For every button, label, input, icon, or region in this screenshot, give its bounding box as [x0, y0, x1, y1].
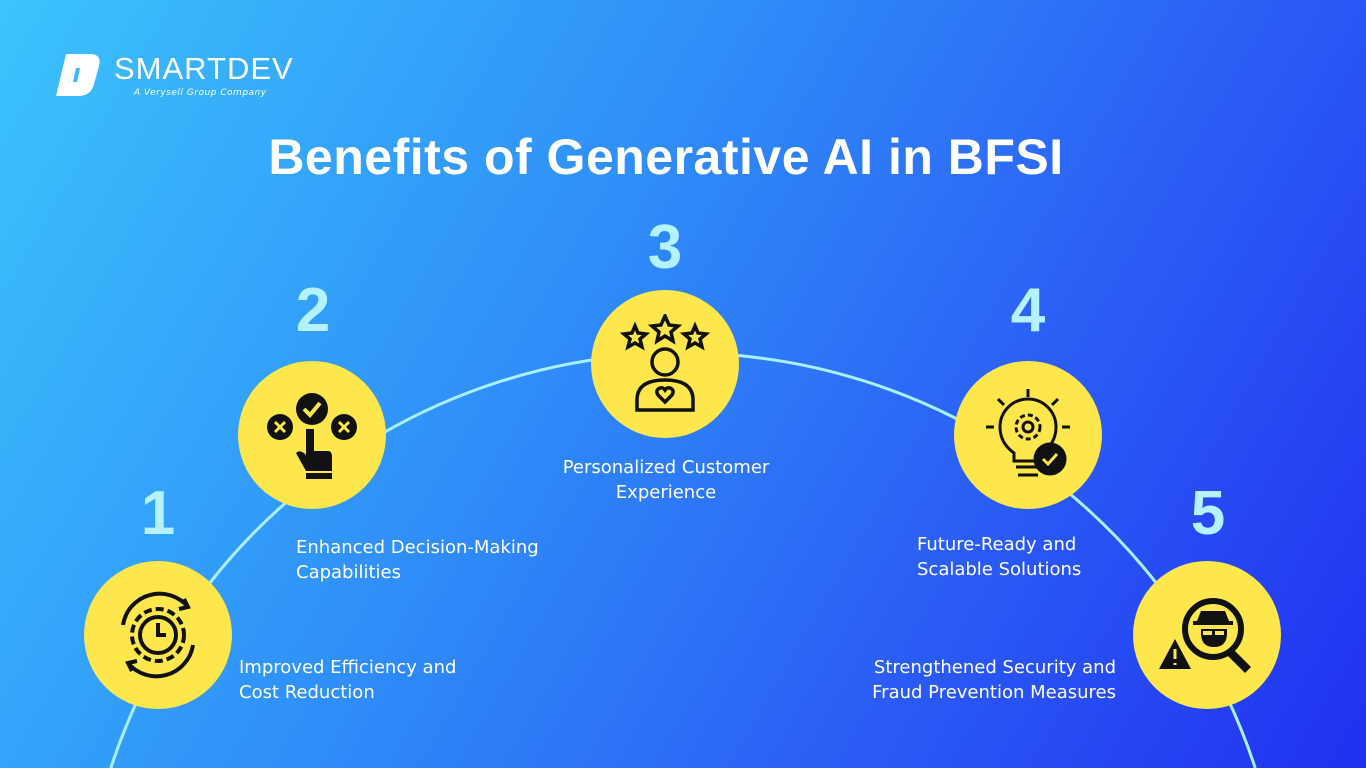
benefit-label-line: Personalized Customer	[562, 457, 770, 478]
benefit-label-line: Strengthened Security and	[873, 657, 1116, 678]
customer-stars-icon	[619, 314, 711, 412]
gear-clock-icon	[121, 591, 195, 679]
benefit-label-line: Future-Ready and	[917, 534, 1077, 555]
benefit-number-5: 5	[1190, 479, 1226, 548]
benefit-label-line: Enhanced Decision-Making	[296, 537, 539, 558]
benefit-label-1: Improved Efficiency and Cost Reduction	[239, 655, 456, 705]
smartdev-logo: SMARTDEV A Verysell Group Company	[56, 51, 294, 98]
page-title: Benefits of Generative AI in BFSI	[268, 129, 1064, 185]
benefit-circle-4	[954, 361, 1102, 509]
benefit-circle-3	[591, 290, 739, 438]
benefit-label-line: Scalable Solutions	[917, 559, 1082, 580]
benefit-label-line: Fraud Prevention Measures	[872, 682, 1116, 703]
benefit-label-2: Enhanced Decision-Making Capabilities	[296, 535, 539, 585]
benefit-label-4: Future-Ready and Scalable Solutions	[917, 532, 1081, 582]
logo-name: SMARTDEV	[114, 51, 294, 86]
lightbulb-gear-icon	[986, 389, 1070, 477]
benefit-number-1: 1	[140, 479, 176, 548]
benefit-label-line: Experience	[615, 482, 717, 503]
benefit-label-5: Strengthened Security and Fraud Preventi…	[838, 655, 1116, 705]
logo-tagline: A Verysell Group Company	[134, 88, 267, 98]
benefit-number-3: 3	[647, 213, 683, 282]
benefit-circle-2	[238, 361, 386, 509]
fraud-search-icon	[1159, 598, 1251, 673]
benefit-label-3: Personalized Customer Experience	[551, 455, 781, 505]
logo-mark-icon	[56, 54, 100, 96]
hand-choice-icon	[267, 393, 357, 479]
benefit-number-2: 2	[295, 276, 331, 345]
benefit-label-line: Capabilities	[296, 562, 401, 583]
benefit-number-4: 4	[1010, 276, 1046, 345]
benefit-circle-1	[84, 561, 232, 709]
benefit-circle-5	[1133, 561, 1281, 709]
benefit-label-line: Cost Reduction	[239, 682, 375, 703]
benefit-label-line: Improved Efficiency and	[239, 657, 457, 678]
